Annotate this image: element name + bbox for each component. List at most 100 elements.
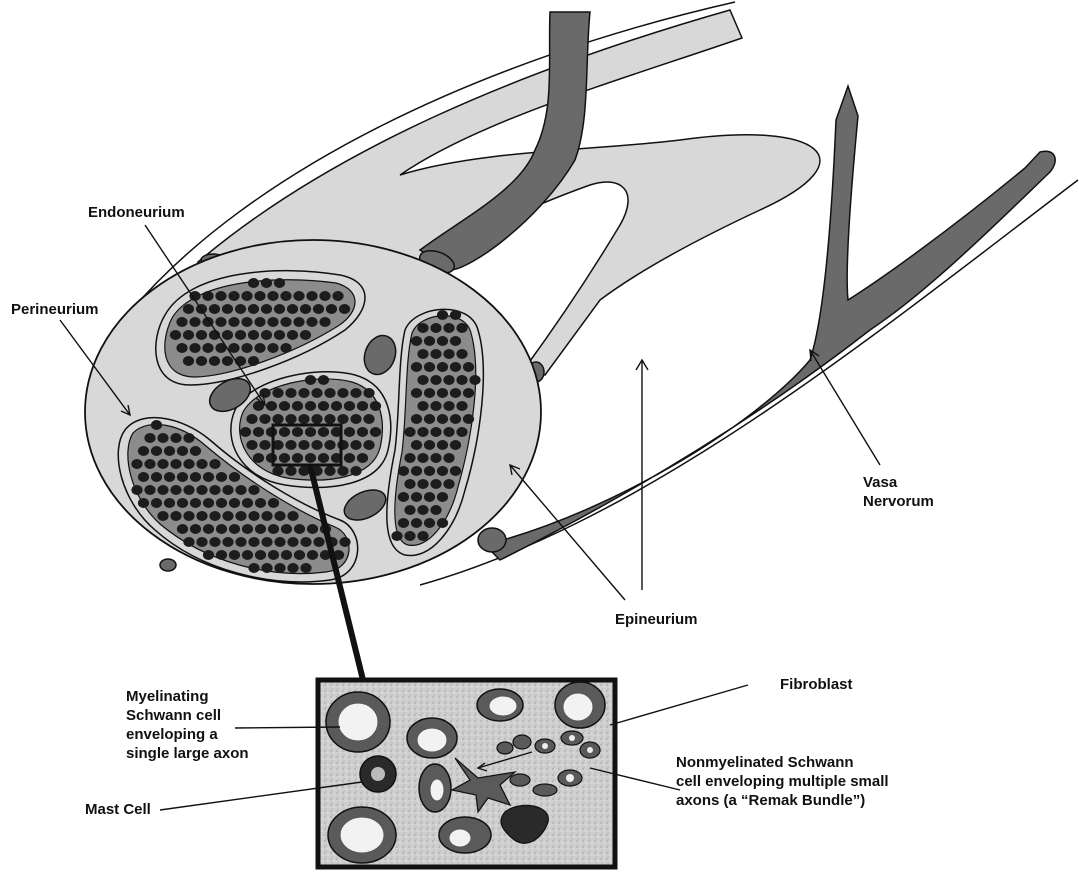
axon-dot	[280, 291, 291, 301]
axon-dot	[344, 427, 355, 437]
axon-dot	[259, 414, 270, 424]
axon-dot	[235, 356, 246, 366]
axon-dot	[437, 362, 448, 372]
axon-dot	[177, 524, 188, 534]
axon-dot	[411, 518, 422, 528]
axon-dot	[151, 498, 162, 508]
axon-dot	[294, 524, 305, 534]
axon-dot	[370, 427, 381, 437]
axon-dot	[298, 388, 309, 398]
axon-dot	[411, 466, 422, 476]
axon-dot	[228, 291, 239, 301]
axon-dot	[196, 356, 207, 366]
label-nonmyelinated-schwann: Nonmyelinated Schwann cell enveloping mu…	[676, 753, 889, 810]
label-nonmyelinated-line-3: axons (a “Remak Bundle”)	[676, 791, 889, 810]
axon-dot	[430, 427, 441, 437]
axon-dot	[189, 317, 200, 327]
axon-dot	[183, 356, 194, 366]
axon-dot	[215, 317, 226, 327]
axon-dot	[437, 414, 448, 424]
axon-dot	[417, 531, 428, 541]
axon-dot	[398, 518, 409, 528]
axon-dot	[254, 317, 265, 327]
axon-dot	[424, 440, 435, 450]
axon-dot	[285, 466, 296, 476]
axon-dot	[177, 446, 188, 456]
axon-dot	[170, 485, 181, 495]
axon-dot	[259, 388, 270, 398]
axon-dot	[209, 459, 220, 469]
axon-dot	[222, 537, 233, 547]
axon-dot	[246, 414, 257, 424]
axon-dot	[254, 343, 265, 353]
axon-dot	[248, 278, 259, 288]
axon-dot	[235, 330, 246, 340]
axon-dot	[313, 537, 324, 547]
axon-dot	[337, 388, 348, 398]
axon-dot	[164, 498, 175, 508]
axon-dot	[177, 472, 188, 482]
axon-dot	[298, 440, 309, 450]
axon-dot	[324, 414, 335, 424]
axon-dot	[411, 440, 422, 450]
axon-dot	[280, 317, 291, 327]
axon-dot	[437, 310, 448, 320]
axon-dot	[339, 304, 350, 314]
axon-dot	[183, 537, 194, 547]
axon-dot	[437, 336, 448, 346]
axon-dot	[285, 440, 296, 450]
axon-dot	[411, 414, 422, 424]
axon-dot	[357, 453, 368, 463]
axon-dot	[202, 291, 213, 301]
axon-dot	[157, 511, 168, 521]
axon-dot	[437, 440, 448, 450]
label-nonmyelinated-line-1: Nonmyelinated Schwann	[676, 753, 889, 772]
axon-dot	[190, 446, 201, 456]
axon-dot	[209, 537, 220, 547]
axon-dot	[443, 401, 454, 411]
axon-dot	[287, 511, 298, 521]
axon-dot	[203, 472, 214, 482]
axon-dot	[350, 440, 361, 450]
axon-dot	[248, 537, 259, 547]
axon-dot	[254, 291, 265, 301]
axon-dot	[183, 304, 194, 314]
axon-dot	[404, 505, 415, 515]
axon-dot	[437, 492, 448, 502]
axon-dot	[190, 472, 201, 482]
axon-dot	[443, 375, 454, 385]
axon-dot	[363, 414, 374, 424]
axon-dot	[248, 511, 259, 521]
axon-dot	[311, 440, 322, 450]
axon-dot	[144, 433, 155, 443]
axon-dot	[324, 440, 335, 450]
label-endoneurium: Endoneurium	[88, 203, 185, 222]
axon-dot	[391, 531, 402, 541]
axon-dot	[268, 498, 279, 508]
axon-dot	[307, 550, 318, 560]
axon-dot	[437, 388, 448, 398]
axon-dot	[216, 550, 227, 560]
axon-dot	[196, 330, 207, 340]
axon-dot	[463, 388, 474, 398]
axon-dot	[279, 453, 290, 463]
axon-dot	[456, 323, 467, 333]
axon-dot	[411, 492, 422, 502]
axon-dot	[170, 459, 181, 469]
axon-dot	[222, 304, 233, 314]
axon-dot	[300, 537, 311, 547]
axon-dot	[417, 505, 428, 515]
axon-dot	[424, 518, 435, 528]
axon-dot	[267, 343, 278, 353]
axon-dot	[404, 479, 415, 489]
axon-dot	[272, 414, 283, 424]
axon-dot	[417, 427, 428, 437]
axon-dot	[261, 278, 272, 288]
label-epineurium: Epineurium	[615, 610, 698, 629]
axon-dot	[293, 317, 304, 327]
axon-dot	[417, 479, 428, 489]
axon-dot	[318, 427, 329, 437]
axon-dot	[196, 511, 207, 521]
axon-dot	[228, 317, 239, 327]
axon-dot	[305, 453, 316, 463]
